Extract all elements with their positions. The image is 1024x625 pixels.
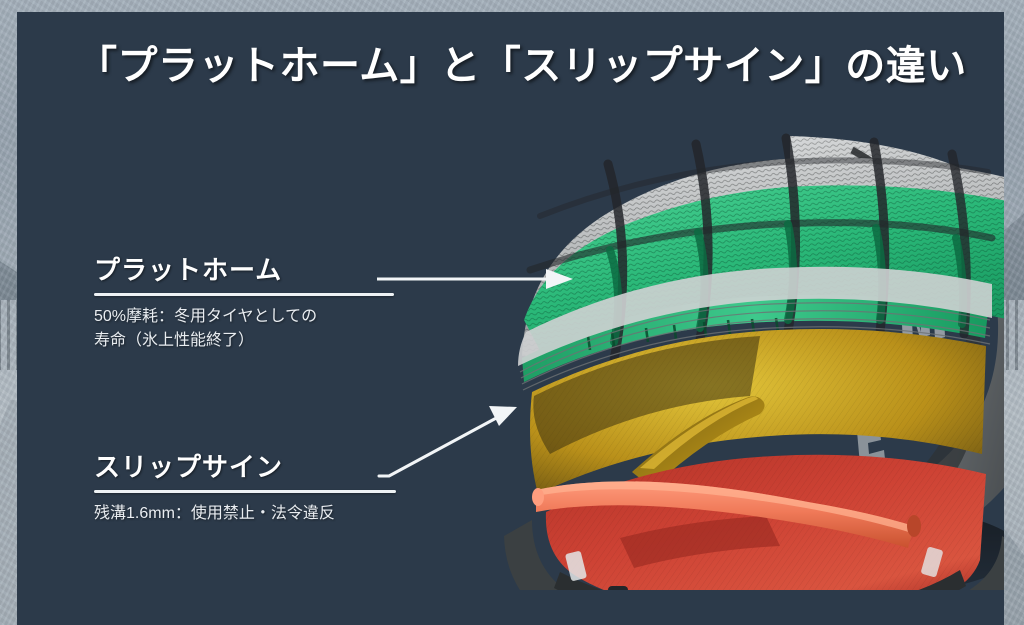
- callout-slipsign-heading: スリップサイン: [94, 452, 284, 482]
- callout-platform-heading: プラットホーム: [94, 255, 283, 285]
- callout-slipsign-rule: [94, 490, 396, 493]
- callout-platform-rule: [94, 293, 394, 296]
- ply-lines: [519, 302, 991, 391]
- content-panel: 「プラットホーム」と「スリップサイン」の違い: [17, 12, 1004, 625]
- callout-platform: プラットホーム 50%摩耗：冬用タイヤとしての 寿命（氷上性能終了）: [94, 250, 394, 353]
- wear-bar-slipsign: [532, 481, 921, 548]
- callout-slipsign-body: 残溝1.6mm：使用禁止・法令違反: [94, 505, 335, 522]
- cavity-shadow: [533, 336, 760, 454]
- bead-bundles: [565, 547, 943, 581]
- inner-rib-red: [620, 516, 780, 568]
- inner-rib-highlight: [640, 396, 758, 469]
- tire-cutaway-figure: [460, 120, 1004, 590]
- callout-slipsign: スリップサイン 残溝1.6mm：使用禁止・法令違反: [94, 447, 396, 526]
- tire-bead-bottom: [504, 520, 1004, 590]
- callout-platform-body: 50%摩耗：冬用タイヤとしての 寿命（氷上性能終了）: [94, 308, 318, 349]
- tire-bead-lugs: [554, 570, 966, 590]
- inner-rib-yellow: [632, 396, 765, 488]
- bead-lug-blocks: [608, 586, 628, 590]
- tire-cutaway-svg: [504, 133, 1004, 590]
- page-title: 「プラットホーム」と「スリップサイン」の違い: [77, 44, 967, 88]
- carcass-ply-stack: [518, 266, 992, 366]
